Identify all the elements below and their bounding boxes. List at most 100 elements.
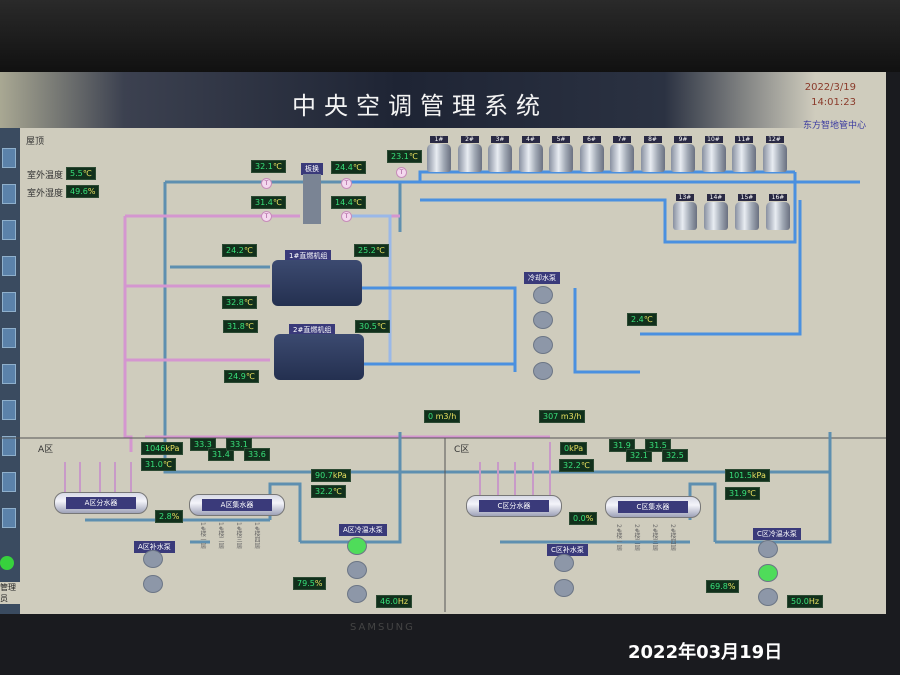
temp-readout: 33.6 <box>244 448 270 461</box>
sidebar-button[interactable] <box>2 436 16 456</box>
makeup-pump[interactable] <box>554 554 574 572</box>
temp-readout: 25.2℃ <box>354 244 389 257</box>
circ-pump[interactable] <box>758 588 778 606</box>
pressure-readout: 0kPa <box>560 442 588 455</box>
cooling-tower[interactable]: 8# <box>640 136 666 176</box>
cooling-tower[interactable]: 12# <box>762 136 788 176</box>
temp-readout: 31.4 <box>208 448 234 461</box>
circ-pump[interactable] <box>758 564 778 582</box>
chiller-1[interactable] <box>272 260 362 306</box>
valve-percent: 2.8% <box>155 510 184 523</box>
temp-readout: 2.4℃ <box>627 313 657 326</box>
cooling-tower[interactable]: 9# <box>670 136 696 176</box>
temp-readout: 32.1 <box>626 449 652 462</box>
sidebar-button[interactable] <box>2 328 16 348</box>
page-title: 中央空调管理系统 <box>292 92 548 120</box>
pipe <box>123 216 550 452</box>
temp-sensor-icon: T <box>341 211 352 222</box>
sidebar-button[interactable] <box>2 508 16 528</box>
valve-percent: 69.8% <box>706 580 740 593</box>
time: 14:01:23 <box>811 97 856 108</box>
cooling-pump-label: 冷却水泵 <box>524 272 560 284</box>
sidebar-button[interactable] <box>2 472 16 492</box>
outdoor-temp-value: 5.5℃ <box>66 167 96 180</box>
cooling-tower[interactable]: 16# <box>765 194 791 234</box>
temp-readout: 30.5℃ <box>355 320 390 333</box>
sidebar-button[interactable] <box>2 256 16 276</box>
cooling-tower[interactable]: 4# <box>518 136 544 176</box>
makeup-pump[interactable] <box>554 579 574 597</box>
sidebar-button[interactable] <box>2 184 16 204</box>
cooling-tower-icon <box>488 144 512 172</box>
temp-readout: 32.1℃ <box>251 160 286 173</box>
pipe <box>125 284 270 362</box>
cooling-tower[interactable]: 10# <box>701 136 727 176</box>
monitor-brand: SAMSUNG <box>350 622 415 633</box>
valve-percent: 0.0% <box>569 512 598 525</box>
temp-readout: 33.3 <box>190 438 216 451</box>
tower-label: 6# <box>582 136 601 143</box>
pressure-readout: 101.5kPa <box>725 469 770 482</box>
sidebar-button[interactable] <box>2 148 16 168</box>
temp-readout: 32.5 <box>662 449 688 462</box>
cooling-tower[interactable]: 11# <box>731 136 757 176</box>
tower-label: 11# <box>735 136 753 143</box>
tower-label: 9# <box>674 136 692 143</box>
circ-pump[interactable] <box>758 540 778 558</box>
valve-percent: 79.5% <box>293 577 327 590</box>
zone-c-collector[interactable]: C区集水器 <box>605 496 701 518</box>
cooling-tower[interactable]: 15# <box>734 194 760 234</box>
temp-readout: 24.4℃ <box>331 161 366 174</box>
cooling-tower-icon <box>671 144 695 172</box>
branch-label: 2#楼一层 <box>615 524 622 551</box>
sidebar-button[interactable] <box>2 220 16 240</box>
cooling-tower-icon <box>704 202 728 230</box>
circ-pump[interactable] <box>347 561 367 579</box>
zone-c-distributor[interactable]: C区分水器 <box>466 495 562 517</box>
sidebar-label[interactable]: 管理员 <box>0 582 22 604</box>
tower-label: 13# <box>676 194 694 201</box>
roof-label: 屋顶 <box>26 137 45 147</box>
cooling-pump[interactable] <box>533 286 553 304</box>
cooling-tower[interactable]: 3# <box>487 136 513 176</box>
cooling-tower[interactable]: 14# <box>703 194 729 234</box>
cooling-tower[interactable]: 1# <box>426 136 452 176</box>
sidebar-button[interactable] <box>2 400 16 420</box>
plate-hx-label: 板换 <box>301 163 323 175</box>
zone-a-collector[interactable]: A区集水器 <box>189 494 285 516</box>
temp-readout: 32.8℃ <box>222 296 257 309</box>
circ-pump[interactable] <box>347 585 367 603</box>
makeup-pump[interactable] <box>143 575 163 593</box>
cooling-pump[interactable] <box>533 311 553 329</box>
cooling-tower[interactable]: 13# <box>672 194 698 234</box>
zone-a-distributor[interactable]: A区分水器 <box>54 492 148 514</box>
sidebar-button[interactable] <box>2 292 16 312</box>
temp-readout: 23.1℃ <box>387 150 422 163</box>
circ-pump[interactable] <box>347 537 367 555</box>
cooling-pump[interactable] <box>533 336 553 354</box>
flow-readout: 0 m3/h <box>424 410 461 423</box>
cooling-tower-icon <box>579 144 604 172</box>
branch-label: 1#楼一层 <box>199 522 206 549</box>
org-name: 东方智地管中心 <box>802 121 866 131</box>
pipe <box>350 170 860 184</box>
temp-readout: 24.9℃ <box>224 370 259 383</box>
temp-readout: 32.2℃ <box>311 485 346 498</box>
makeup-pump[interactable] <box>143 550 163 568</box>
cooling-tower-icon <box>610 144 634 172</box>
chiller-2[interactable] <box>274 334 364 380</box>
cooling-tower[interactable]: 2# <box>457 136 483 176</box>
cooling-tower[interactable]: 7# <box>609 136 635 176</box>
sidebar-button[interactable] <box>2 364 16 384</box>
tower-label: 15# <box>738 194 756 201</box>
cooling-tower-icon <box>427 144 451 172</box>
cooling-tower-icon <box>673 202 697 230</box>
cooling-tower[interactable]: 6# <box>579 136 605 176</box>
branch-label: 2#楼四层 <box>669 524 676 551</box>
outdoor-hum-value: 49.6% <box>66 185 100 198</box>
collector-label: C区集水器 <box>618 501 688 513</box>
pipe <box>350 214 392 362</box>
cooling-pump[interactable] <box>533 362 553 380</box>
cooling-tower[interactable]: 5# <box>548 136 574 176</box>
sidebar: 管理员 循环 <box>0 128 22 614</box>
